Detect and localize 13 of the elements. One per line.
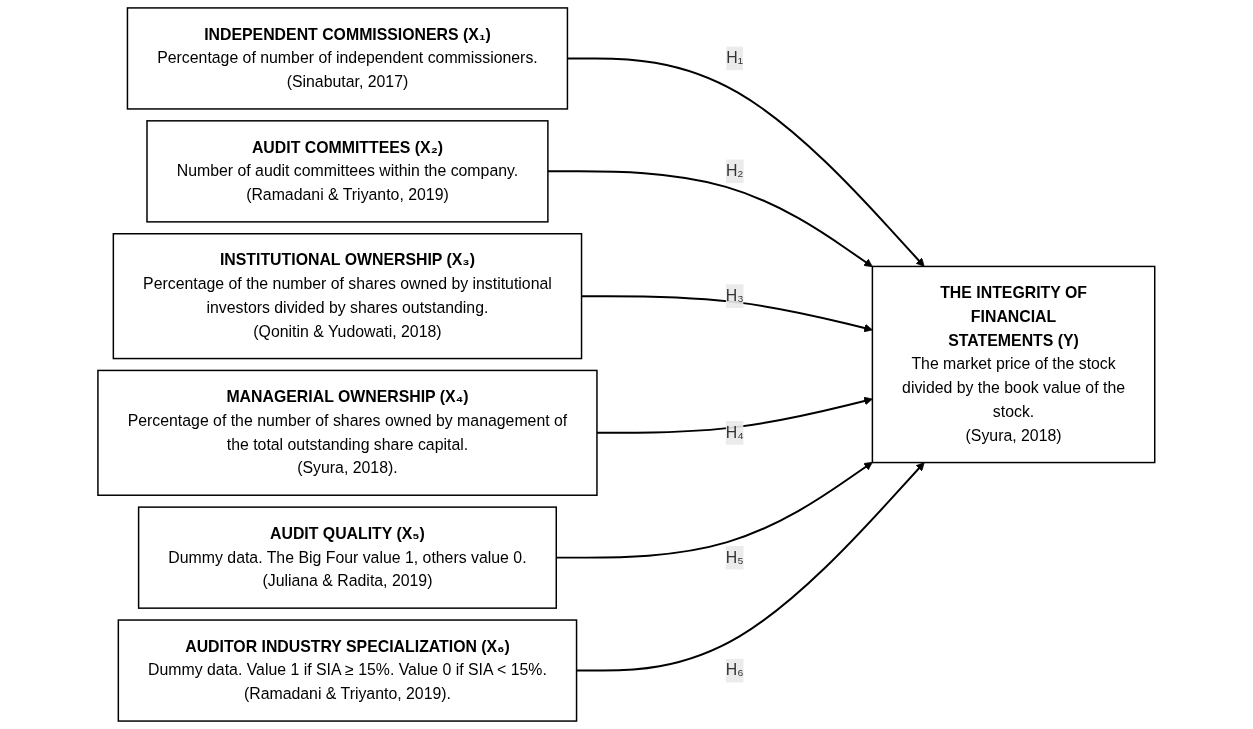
- node-box: MANAGERIAL OWNERSHIP (X₄) Percentage of the number of shares owned by management of the total outstanding share capital. (Syura, 2018).: [97, 369, 598, 496]
- node-box: INDEPENDENT COMMISSIONERS (X₁) Percentage of number of independent commissioners. (Sinabutar, 2017): [126, 7, 569, 110]
- edge-label: H₆: [725, 661, 744, 679]
- edge-label: H₃: [725, 287, 744, 305]
- node-box: INSTITUTIONAL OWNERSHIP (X₃) Percentage of the number of shares owned by institutional investors divided by shares outstanding. (Qonitin & Yudowati, 2018): [112, 233, 583, 360]
- node-box: AUDIT QUALITY (X₅) Dummy data. The Big Four value 1, others value 0. (Juliana & Radita, 2019): [138, 506, 558, 609]
- edge-label: H₄: [725, 423, 744, 441]
- node-box: THE INTEGRITY OF FINANCIAL STATEMENTS (Y) The market price of the stock divided by the book value of the stock. (Syura, 2018): [871, 265, 1156, 464]
- node-box: AUDIT COMMITTEES (X₂) Number of audit committees within the company. (Ramadani & Triyanto, 2019): [146, 120, 549, 223]
- edge-label: H₅: [725, 548, 744, 566]
- edge-label: H₂: [726, 162, 744, 180]
- edge-label: H₁: [726, 49, 744, 67]
- node-box: AUDITOR INDUSTRY SPECIALIZATION (X₆) Dummy data. Value 1 if SIA ≥ 15%. Value 0 if SIA < 15%. (Ramadani & Triyanto, 2019).: [117, 619, 578, 722]
